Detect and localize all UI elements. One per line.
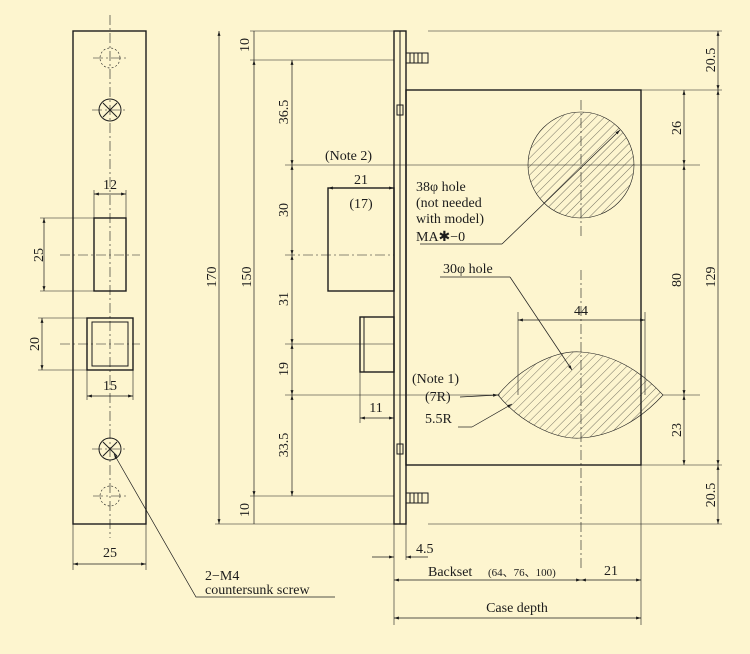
latch-height-label: 25 <box>32 248 47 262</box>
deadbolt <box>359 316 395 373</box>
dim-44-label: 44 <box>574 304 588 319</box>
screw-top <box>92 98 128 122</box>
r55-label: 5.5R <box>425 412 453 427</box>
seg-c-label: 31 <box>277 292 292 306</box>
faceplate-outline <box>72 30 147 525</box>
right-a-label: 26 <box>670 121 685 135</box>
deadbolt-width-label: 15 <box>103 379 117 394</box>
case-depth-label: Case depth <box>486 601 548 616</box>
latch-depth-alt-label: (17) <box>349 197 373 212</box>
seg-e-label: 33.5 <box>277 433 292 458</box>
r7-label: (7R) <box>425 390 451 405</box>
screw-note-line1: 2−M4 <box>205 569 239 584</box>
seg-d-label: 19 <box>277 362 292 376</box>
screw-note-line2: countersunk screw <box>205 583 310 598</box>
seg-top-label: 10 <box>238 38 253 52</box>
hole38-line2: (not needed <box>416 196 482 211</box>
front-thickness-label: 4.5 <box>416 542 434 557</box>
hole38-line3: with model) <box>416 212 484 227</box>
hole38-line4: MA✱−0 <box>416 230 465 245</box>
faceplate-width-label: 25 <box>103 546 117 561</box>
hole38-line1: 38φ hole <box>416 180 466 195</box>
latch-opening <box>93 217 127 292</box>
note1-label: (Note 1) <box>412 372 459 387</box>
backset-label: Backset <box>428 565 472 580</box>
note2-label: (Note 2) <box>325 149 372 164</box>
screw-bottom <box>92 437 128 461</box>
seg-a-label: 36.5 <box>277 100 292 125</box>
side-view: 170 150 10 10 36.5 30 31 19 33.5 (Note 2… <box>205 30 722 625</box>
latch-width-label: 12 <box>103 178 117 193</box>
cylinder-hole <box>497 351 664 439</box>
right-b-label: 80 <box>670 273 685 287</box>
countersink-hole-top <box>93 47 127 69</box>
latch-depth-label: 21 <box>354 173 368 188</box>
seg-b-label: 30 <box>277 203 292 217</box>
total-height-label: 170 <box>205 267 220 288</box>
right-bottom-label: 20.5 <box>704 483 719 508</box>
hole30-label: 30φ hole <box>443 262 493 277</box>
seg-bottom-label: 10 <box>238 503 253 517</box>
inner-height-label: 150 <box>240 267 255 288</box>
right-top-label: 20.5 <box>704 48 719 73</box>
right-c-label: 23 <box>670 423 685 437</box>
bottom-screw-side <box>405 492 429 504</box>
backset-values: (64、76、100) <box>488 567 556 579</box>
right-total-label: 129 <box>704 267 719 288</box>
countersink-hole-bottom <box>93 485 127 507</box>
faceplate-view: 12 25 20 15 25 2−M4 countersunk screw <box>28 15 335 598</box>
deadbolt-depth-label: 11 <box>369 401 382 416</box>
backset-right-label: 21 <box>604 564 618 579</box>
top-screw-side <box>405 52 429 64</box>
case-body <box>405 89 642 466</box>
deadbolt-height-label: 20 <box>28 337 43 351</box>
